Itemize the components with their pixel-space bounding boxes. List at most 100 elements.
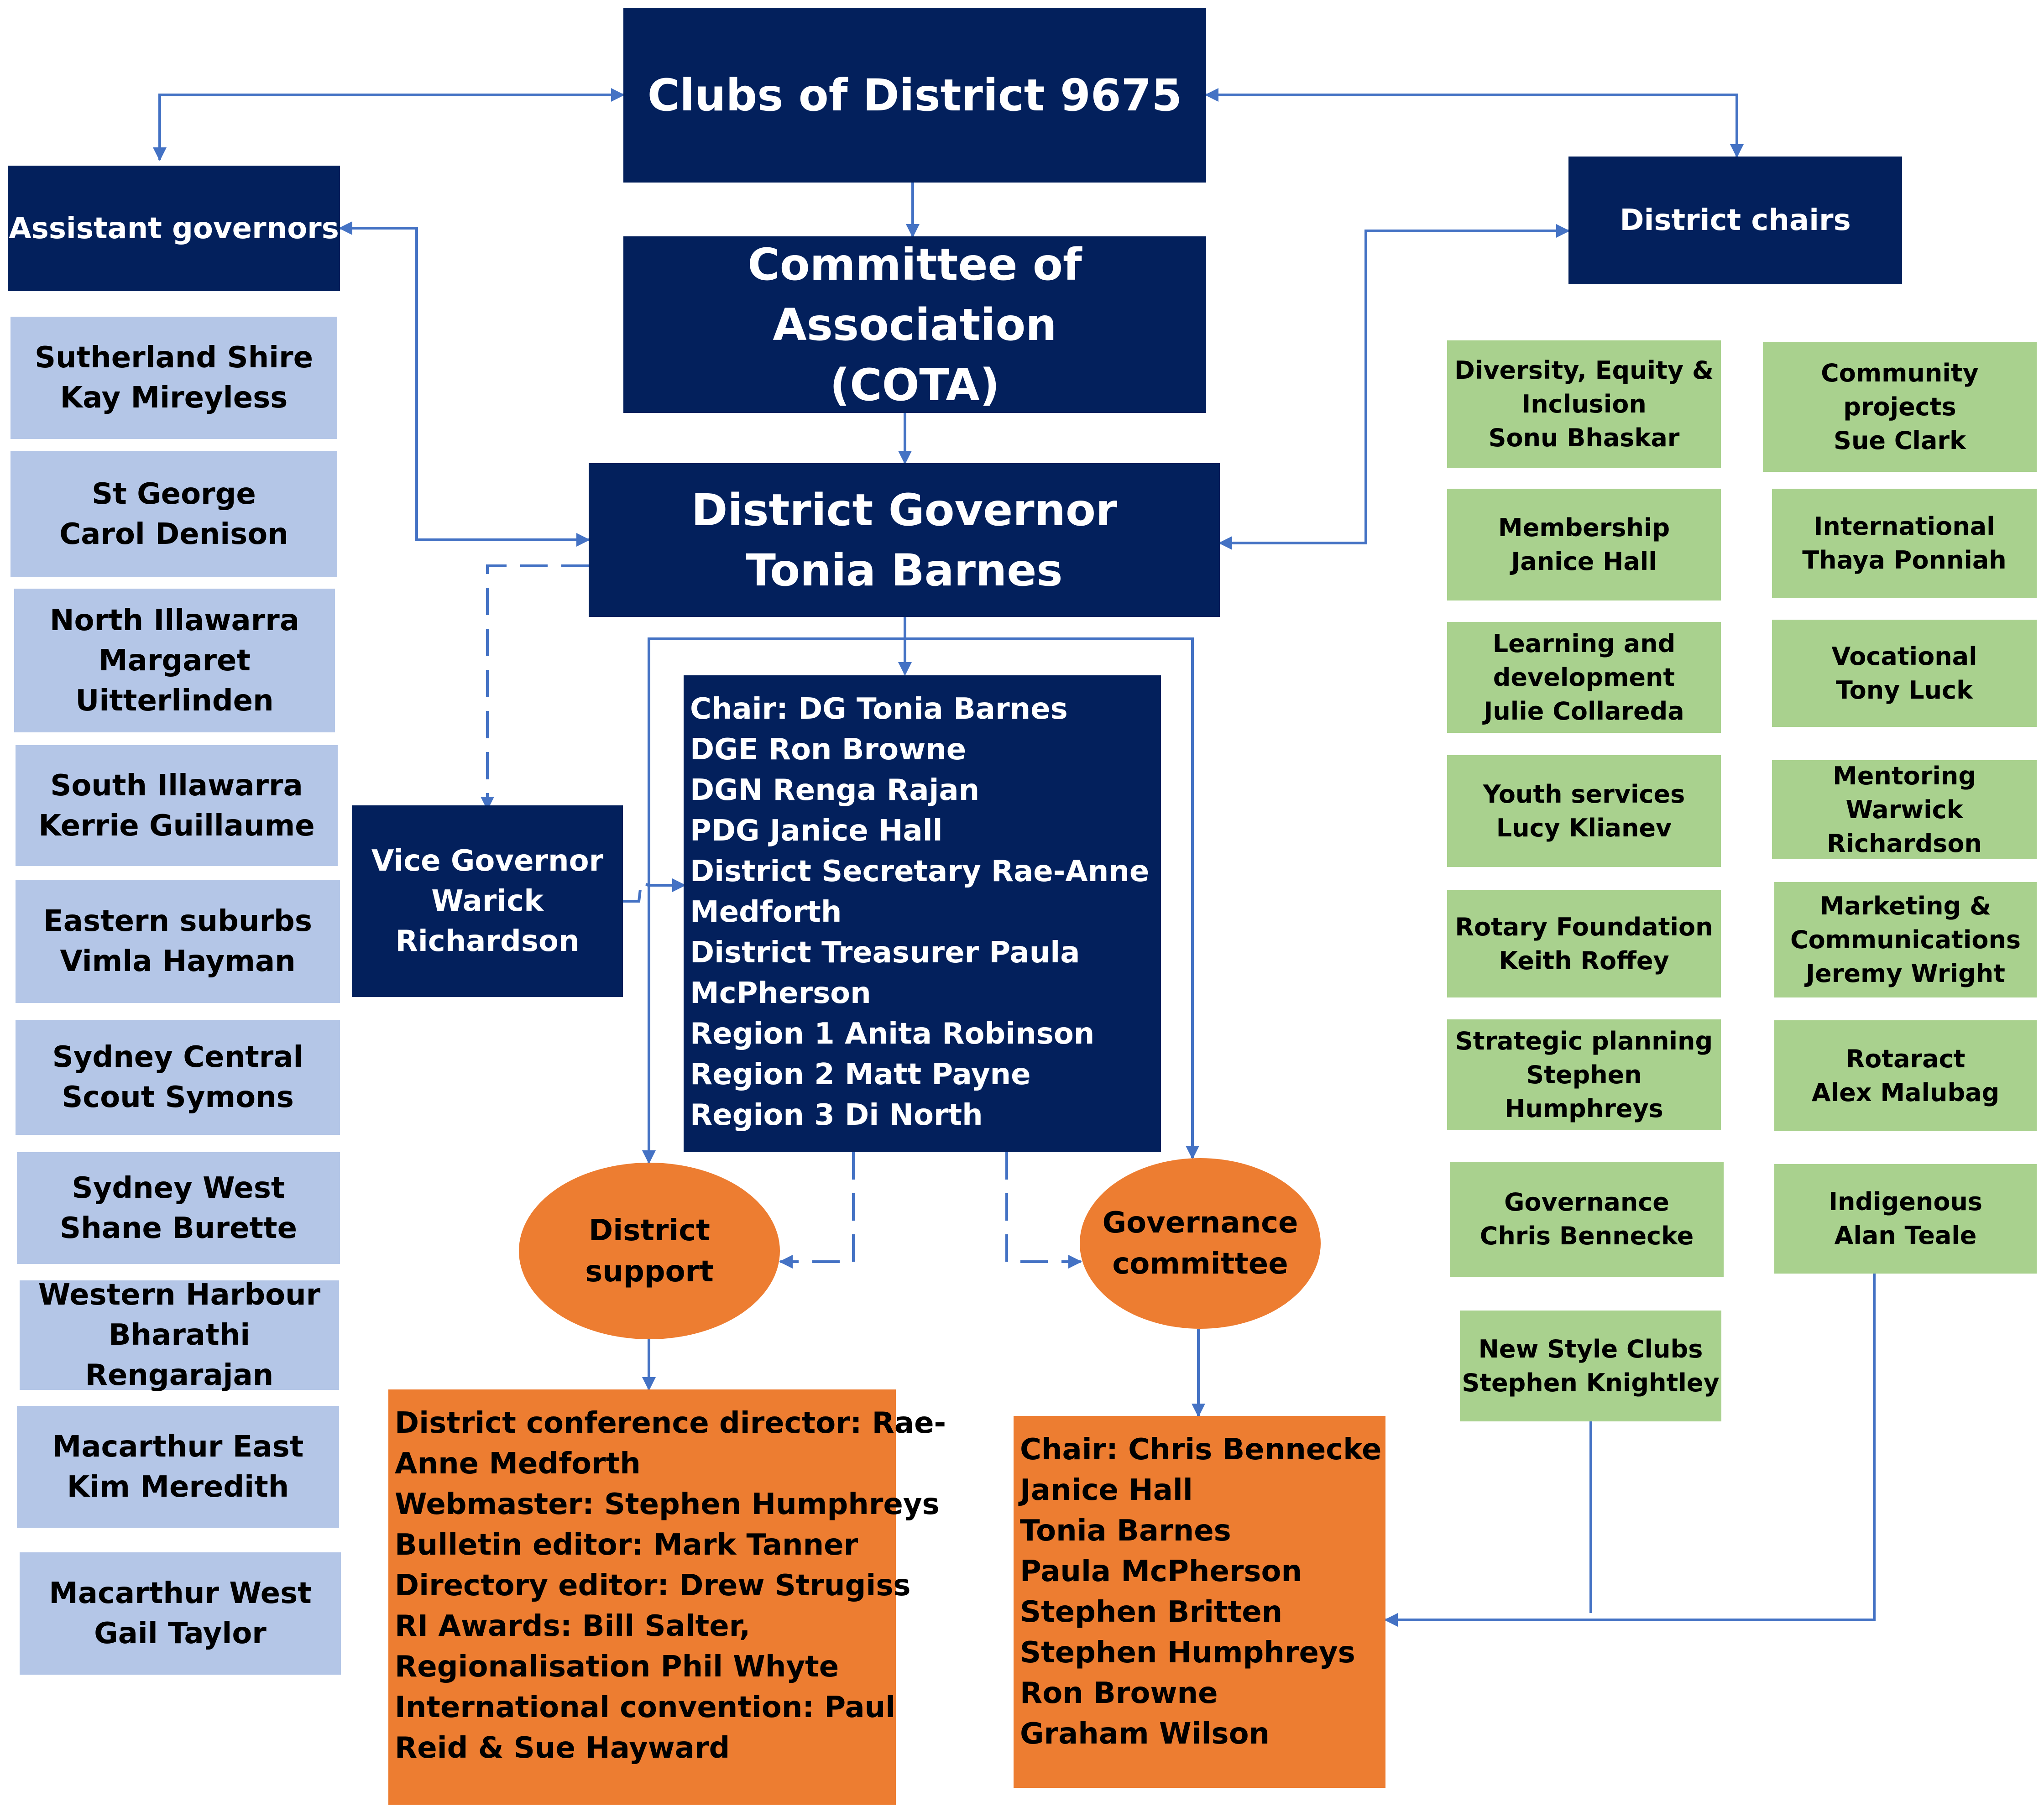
clubs-title: Clubs of District 9675	[647, 69, 1182, 121]
link-governor-district-chairs	[1220, 224, 1570, 544]
ag-person: Kerrie Guillaume	[38, 809, 315, 843]
assistant-governors-title: Assistant governors	[9, 211, 339, 245]
governance-line2: committee	[1112, 1247, 1288, 1281]
chair-role: International	[1814, 512, 1995, 541]
ag-item-macarthur-east: Macarthur East Kim Meredith	[17, 1406, 339, 1528]
cota-line1: Committee of Association	[748, 239, 1082, 350]
chair-membership: Membership Janice Hall	[1447, 489, 1721, 601]
chair-role-cont: Communications	[1790, 925, 2021, 954]
chair-person: Alex Malubag	[1811, 1078, 2000, 1107]
ag-person-cont: Uitterlinden	[75, 684, 274, 718]
district-support-line2: support	[585, 1254, 714, 1289]
link-governor-vice-governor	[481, 564, 589, 810]
chair-role: Diversity, Equity &	[1454, 356, 1714, 385]
ag-region: Macarthur West	[49, 1577, 312, 1610]
district-governor-box: District Governor Tonia Barnes	[589, 463, 1220, 617]
ag-person: Carol Denison	[59, 517, 288, 551]
support-line: Bulletin editor: Mark Tanner	[395, 1528, 858, 1562]
chair-person: Chris Bennecke	[1479, 1222, 1694, 1250]
ag-region: Western Harbour	[38, 1278, 321, 1312]
ag-region: Sydney West	[72, 1171, 285, 1205]
ag-item-north-illawarra: North Illawarra Margaret Uitterlinden	[14, 589, 335, 732]
cabinet-line: McPherson	[690, 976, 871, 1010]
chair-role: Learning and	[1492, 629, 1676, 658]
support-line: RI Awards: Bill Salter,	[395, 1609, 751, 1643]
cabinet-line: Region 1 Anita Robinson	[690, 1017, 1095, 1051]
governance-member: Tonia Barnes	[1020, 1514, 1231, 1548]
cota-box: Committee of Association (COTA)	[623, 236, 1206, 413]
governance-committee-oval: Governance committee	[1080, 1158, 1321, 1329]
ag-person: Shane Burette	[60, 1211, 297, 1245]
district-support-oval: District support	[519, 1163, 780, 1339]
support-line: Reid & Sue Hayward	[395, 1731, 730, 1765]
chair-diversity: Diversity, Equity & Inclusion Sonu Bhask…	[1447, 340, 1721, 468]
chair-person: Thaya Ponniah	[1802, 546, 2007, 574]
chair-vocational: Vocational Tony Luck	[1772, 620, 2037, 727]
chair-indigenous: Indigenous Alan Teale	[1774, 1164, 2037, 1274]
chair-person: Jeremy Wright	[1806, 959, 2005, 988]
chair-role-cont: Inclusion	[1521, 390, 1647, 418]
ag-person: Scout Symons	[62, 1081, 294, 1114]
vice-governor-line3: Richardson	[395, 924, 580, 958]
ag-person: Kim Meredith	[67, 1470, 289, 1504]
link-clubs-district-chairs	[1206, 94, 1744, 158]
governance-member: Ron Browne	[1020, 1676, 1218, 1710]
chair-role: Mentoring	[1833, 761, 1976, 790]
support-line: Directory editor: Drew Strugiss	[395, 1569, 911, 1603]
chair-role: Strategic planning	[1455, 1026, 1713, 1055]
chair-mentoring: Mentoring Warwick Richardson	[1772, 760, 2037, 859]
ag-region: Eastern suburbs	[43, 904, 312, 938]
chair-role: Rotary Foundation	[1455, 912, 1713, 941]
chair-role: Youth services	[1483, 779, 1685, 809]
cabinet-line: District Secretary Rae-Anne	[690, 855, 1150, 888]
ag-item-sydney-central: Sydney Central Scout Symons	[16, 1020, 340, 1135]
governance-member: Stephen Humphreys	[1020, 1636, 1355, 1670]
cabinet-line: DGE Ron Browne	[690, 733, 967, 767]
governance-committee-box: Chair: Chris Bennecke Janice Hall Tonia …	[1014, 1416, 1385, 1788]
chair-person: Warwick Richardson	[1827, 795, 1982, 858]
support-line: Regionalisation Phil Whyte	[395, 1650, 839, 1684]
chair-new-style-clubs: New Style Clubs Stephen Knightley	[1460, 1311, 1721, 1421]
cota-line2: (COTA)	[830, 359, 1000, 411]
district-support-box: District conference director: Rae- Anne …	[388, 1389, 946, 1805]
chair-role: Governance	[1504, 1188, 1669, 1217]
link-vice-governor-cabinet	[623, 878, 686, 903]
governor-line2: Tonia Barnes	[746, 544, 1063, 596]
ag-item-sydney-west: Sydney West Shane Burette	[17, 1152, 340, 1264]
chair-youth-services: Youth services Lucy Klianev	[1447, 755, 1721, 867]
chair-role: Marketing &	[1819, 891, 1992, 920]
district-chairs-title: District chairs	[1620, 204, 1851, 237]
link-governor-governance	[905, 637, 1199, 1159]
chair-person: Stephen Humphreys	[1505, 1060, 1663, 1123]
ag-region: South Illawarra	[50, 768, 303, 803]
chair-role: New Style Clubs	[1478, 1334, 1703, 1363]
support-line: District conference director: Rae-	[395, 1406, 946, 1440]
ag-person: Vimla Hayman	[60, 945, 296, 978]
ag-item-st-george: St George Carol Denison	[10, 451, 337, 577]
governance-member: Chair: Chris Bennecke	[1020, 1433, 1382, 1467]
chair-community-projects: Community projects Sue Clark	[1763, 342, 2037, 472]
chair-person: Sonu Bhaskar	[1488, 423, 1680, 452]
cabinet-line: District Treasurer Paula	[690, 936, 1080, 970]
ag-region: Sutherland Shire	[34, 341, 314, 375]
governance-member: Janice Hall	[1020, 1473, 1193, 1507]
cabinet-line: Chair: DG Tonia Barnes	[690, 692, 1068, 726]
chair-strategic-planning: Strategic planning Stephen Humphreys	[1447, 1019, 1721, 1130]
link-cabinet-governance	[1005, 1152, 1082, 1269]
chair-person: Alan Teale	[1834, 1221, 1977, 1250]
ag-person: Gail Taylor	[94, 1617, 267, 1650]
cabinet-line: DGN Renga Rajan	[690, 773, 980, 807]
chair-person: Keith Roffey	[1499, 946, 1669, 975]
governor-line1: District Governor	[691, 484, 1118, 536]
ag-person: Bharathi Rengarajan	[85, 1318, 274, 1392]
chair-marketing: Marketing & Communications Jeremy Wright	[1774, 882, 2037, 997]
clubs-box: Clubs of District 9675	[623, 8, 1206, 183]
ag-person: Margaret	[99, 643, 251, 678]
vice-governor-line2: Warick	[431, 884, 544, 918]
link-clubs-assistant-governors	[153, 94, 623, 161]
ag-item-macarthur-west: Macarthur West Gail Taylor	[20, 1552, 341, 1675]
chair-person: Janice Hall	[1511, 547, 1657, 576]
ag-person: Kay Mireyless	[60, 381, 288, 415]
chair-role-cont: development	[1493, 663, 1675, 692]
